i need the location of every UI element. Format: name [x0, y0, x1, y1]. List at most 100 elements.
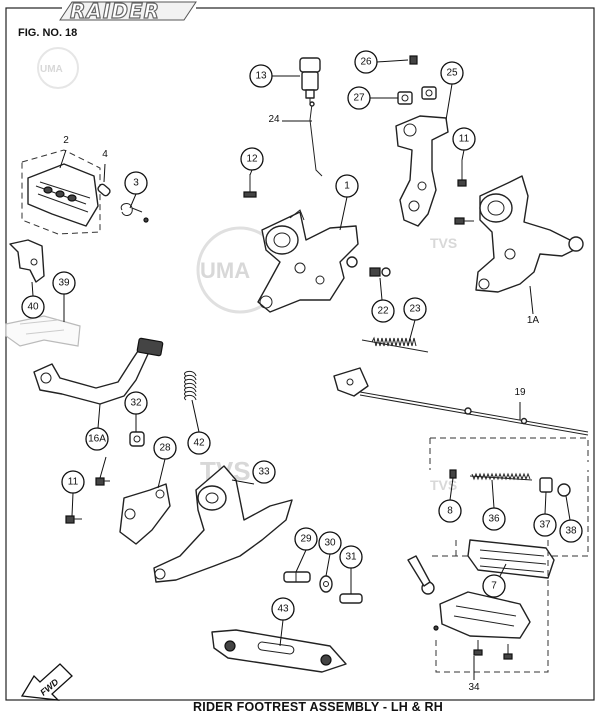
svg-text:26: 26: [360, 57, 372, 68]
callout-2: 2: [63, 135, 69, 146]
fwd-arrow-icon: FWD: [20, 663, 73, 701]
svg-text:24: 24: [268, 114, 280, 125]
svg-text:43: 43: [277, 604, 289, 615]
svg-text:25: 25: [446, 68, 458, 79]
watermark-uma-small: UMA: [37, 47, 79, 89]
part-11-bolt-upper-2: [454, 217, 474, 225]
svg-text:11: 11: [68, 477, 79, 488]
callout-34: 34: [468, 682, 480, 693]
part-39-heel-guard: [5, 315, 81, 347]
svg-text:19: 19: [514, 387, 526, 398]
callout-25: 25: [440, 61, 464, 85]
svg-text:28: 28: [159, 443, 171, 454]
callout-12: 12: [240, 147, 264, 171]
callout-42: 42: [187, 431, 211, 455]
svg-text:33: 33: [258, 467, 270, 478]
part-30-washer: [319, 575, 333, 593]
svg-text:7: 7: [491, 581, 497, 592]
diagram-frame: [5, 7, 595, 701]
callout-27: 27: [347, 86, 371, 110]
rh-footpeg-group-box: [435, 540, 549, 673]
svg-text:37: 37: [539, 520, 551, 531]
callout-11-upper: 11: [452, 127, 476, 151]
callout-4: 4: [102, 149, 108, 160]
figure-label: FIG. NO. 18: [18, 27, 77, 39]
svg-text:23: 23: [409, 304, 421, 315]
part-bracket-rh-upper: [395, 115, 449, 227]
svg-text:3: 3: [133, 178, 139, 189]
part-16a-brake-pedal: [33, 337, 164, 405]
svg-text:UMA: UMA: [40, 64, 63, 75]
svg-text:30: 30: [324, 538, 336, 549]
svg-text:13: 13: [255, 71, 267, 82]
part-27-nut: [397, 91, 413, 105]
svg-text:42: 42: [193, 438, 205, 449]
callout-19: 19: [514, 387, 526, 398]
brand-logo: RAIDER: [59, 0, 197, 24]
svg-text:4: 4: [102, 149, 108, 160]
svg-text:40: 40: [27, 302, 39, 313]
callout-30: 30: [318, 531, 342, 555]
part-40-bracket: [9, 239, 45, 283]
callout-32: 32: [124, 391, 148, 415]
part-43-heel-plate: [211, 629, 347, 673]
callout-23: 23: [403, 297, 427, 321]
callout-11-lower: 11: [61, 470, 85, 494]
callout-13: 13: [249, 64, 273, 88]
part-8-pin: [449, 469, 457, 479]
svg-text:1A: 1A: [527, 315, 540, 326]
callout-28: 28: [153, 436, 177, 460]
callout-8: 8: [438, 499, 462, 523]
svg-text:2: 2: [63, 135, 69, 146]
svg-text:29: 29: [300, 534, 312, 545]
part-12-bolt: [243, 174, 257, 198]
part-11-bolt-lower-2: [65, 515, 82, 524]
diagram-title: RIDER FOOTREST ASSEMBLY - LH & RH: [193, 700, 443, 714]
callout-40: 40: [21, 295, 45, 319]
part-1-lh-footrest-bracket: [257, 209, 359, 313]
svg-text:36: 36: [488, 514, 500, 525]
callout-24: 24: [268, 114, 280, 125]
callout-22: 22: [371, 299, 395, 323]
part-34-bolts: [473, 640, 513, 660]
watermark-tvs-3: TVS: [430, 477, 457, 493]
callout-7: 7: [482, 574, 506, 598]
part-11-bolt-upper: [457, 160, 467, 187]
part-1a-rh-footrest-bracket: [475, 175, 584, 293]
part-19-brake-rod: [333, 367, 589, 436]
part-37-collar: [539, 477, 553, 493]
part-36-spring: [469, 472, 533, 481]
part-22-nut: [369, 267, 391, 277]
svg-text:22: 22: [377, 306, 389, 317]
part-rh-footpeg-arm: [407, 555, 531, 639]
svg-text:RAIDER: RAIDER: [70, 0, 160, 23]
svg-text:38: 38: [565, 526, 577, 537]
svg-text:31: 31: [345, 552, 357, 563]
callout-36: 36: [482, 507, 506, 531]
part-29-pin: [283, 571, 311, 583]
svg-text:11: 11: [459, 134, 470, 145]
callout-33: 33: [252, 460, 276, 484]
callout-1: 1: [335, 174, 359, 198]
callout-1a: 1A: [527, 315, 540, 326]
callout-31: 31: [339, 545, 363, 569]
part-28-bracket: [119, 483, 171, 545]
callout-3: 3: [124, 171, 148, 195]
callout-38: 38: [559, 519, 583, 543]
svg-text:12: 12: [246, 154, 258, 165]
part-31-pin: [339, 593, 363, 604]
svg-text:UMA: UMA: [200, 258, 250, 283]
part-13-switch: [299, 57, 321, 104]
svg-text:16A: 16A: [88, 434, 106, 445]
svg-text:39: 39: [58, 278, 70, 289]
svg-text:27: 27: [353, 93, 365, 104]
part-33-footrest-hanger: [153, 465, 293, 583]
svg-text:32: 32: [130, 398, 142, 409]
callout-43: 43: [271, 597, 295, 621]
part-25-nut: [421, 86, 437, 100]
svg-text:8: 8: [447, 506, 453, 517]
part-24-rod: [309, 101, 323, 177]
callout-37: 37: [533, 513, 557, 537]
